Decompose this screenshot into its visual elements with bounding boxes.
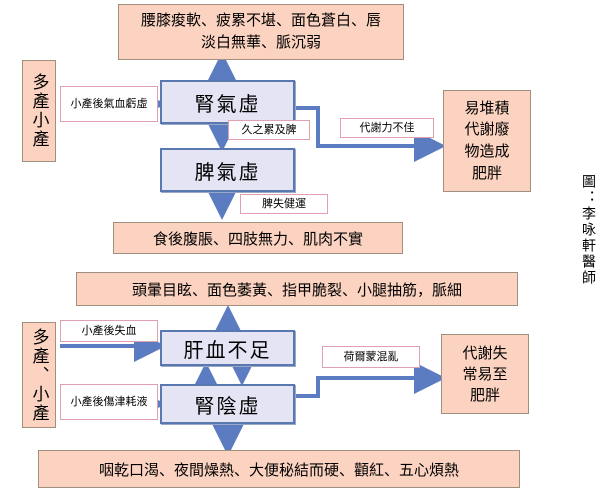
top-cause-box: 多產小產: [22, 60, 56, 162]
top-symptoms-box: 腰膝痠軟、疲累不堪、面色蒼白、唇淡白無華、脈沉弱: [118, 4, 404, 60]
bottom-symptoms-box-2: 咽乾口渴、夜間燥熱、大便秘結而硬、顴紅、五心煩熱: [38, 450, 520, 488]
top-spleen-label: 脾失健運: [240, 194, 328, 214]
top-cause-label: 小產後氣血虧虛: [60, 86, 158, 122]
bottom-cause-box: 多產、小產: [22, 322, 56, 428]
bottom-fluid-loss-label: 小產後傷津耗液: [60, 384, 158, 420]
arrow-to-hormone: [295, 362, 446, 398]
top-mid-label: 久之累及脾: [228, 120, 310, 140]
spleen-qi-box: 脾氣虛: [160, 148, 295, 192]
bottom-hormone-label: 荷爾蒙混亂: [322, 346, 420, 368]
bottom-result-box: 代謝失常易至肥胖: [441, 334, 529, 414]
arrow-to-metabolism: [295, 106, 446, 162]
bottom-symptoms-box: 頭暈目眩、面色萎黃、指甲脆裂、小腿抽筋，脈細: [76, 272, 518, 306]
kidney-qi-box: 腎氣虛: [160, 80, 295, 124]
image-credit: 圖：李咏軒醫師: [580, 174, 596, 286]
top-symptoms-box-2: 食後腹脹、四肢無力、肌肉不實: [113, 222, 403, 254]
kidney-yin-box: 腎陰虛: [160, 384, 295, 424]
top-metabolism-label: 代謝力不佳: [340, 118, 434, 138]
top-result-box: 易堆積代謝廢物造成肥胖: [443, 90, 531, 192]
liver-blood-box: 肝血不足: [160, 330, 295, 366]
bottom-blood-loss-label: 小產後失血: [60, 320, 158, 342]
